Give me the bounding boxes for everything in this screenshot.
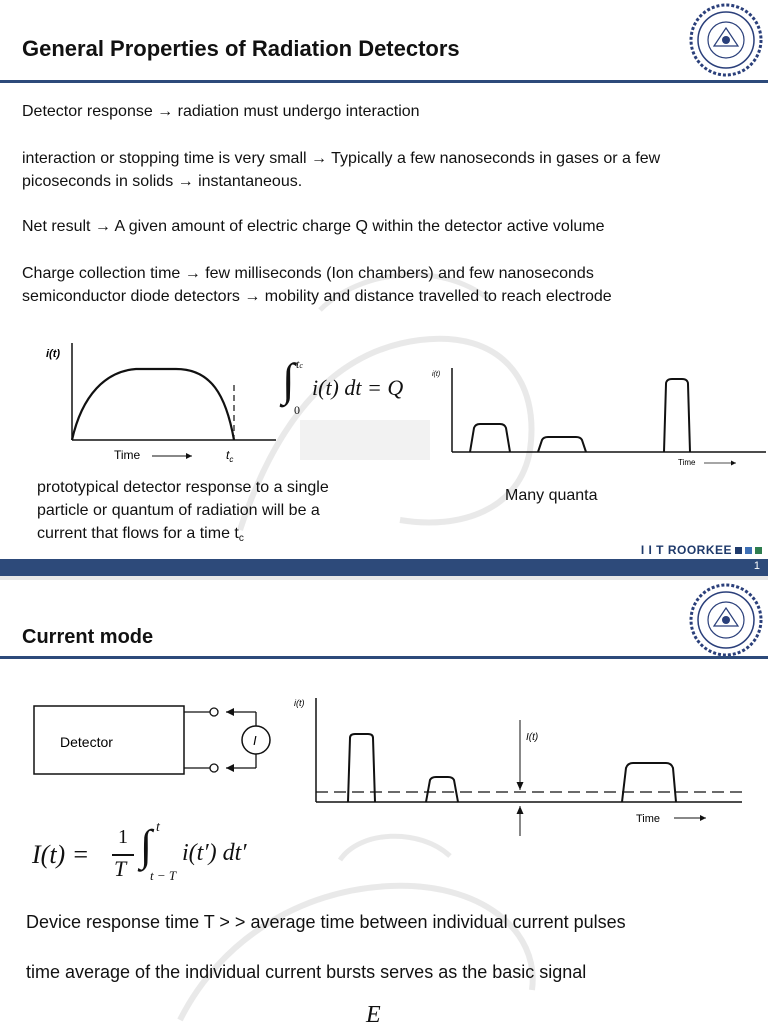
slide-title: General Properties of Radiation Detector…	[22, 36, 460, 61]
paragraph-4a: Charge collection time → few millisecond…	[22, 265, 594, 282]
slide-2: Current mode Detector I I(t) i(t) Time	[0, 580, 768, 1024]
single-pulse-figure: i(t) Time tc	[46, 343, 276, 464]
fig-xlabel: Time	[636, 813, 660, 825]
fig-ylabel: i(t)	[294, 698, 305, 708]
caption-many-quanta: Many quanta	[505, 487, 598, 504]
slide-title: Current mode	[22, 626, 154, 648]
partial-formula: E	[366, 1002, 381, 1024]
fig1-xlabel: Time	[114, 448, 141, 462]
title-rule	[0, 656, 768, 659]
slide-1: General Properties of Radiation Detector…	[0, 3, 768, 576]
many-quanta-figure: i(t) Time	[432, 368, 766, 467]
paragraph-1: Detector response → radiation must under…	[22, 103, 420, 120]
watermark-emblem	[237, 272, 535, 531]
ammeter-label: I	[253, 733, 257, 748]
iit-roorkee-seal-icon	[689, 583, 763, 657]
current-mode-pulses-figure: I(t) i(t) Time	[294, 698, 742, 836]
iit-roorkee-seal-icon	[689, 3, 763, 77]
paragraph-1: Device response time T > > average time …	[26, 912, 626, 932]
fig2-ylabel: i(t)	[432, 371, 440, 378]
title-rule	[0, 80, 768, 83]
paragraph-4b: semiconductor diode detectors → mobility…	[22, 288, 612, 305]
paragraph-3: Net result → A given amount of electric …	[22, 218, 605, 235]
fig1-tc-label: tc	[226, 448, 233, 464]
page-number: 1	[753, 560, 760, 572]
detector-circuit-diagram: Detector I	[33, 705, 271, 775]
slide-separator	[0, 576, 768, 580]
paragraph-2: interaction or stopping time is very sma…	[22, 150, 661, 190]
caption-single-pulse: prototypical detector response to a sing…	[37, 479, 329, 544]
watermark-emblem	[177, 833, 536, 1022]
paragraph-2: time average of the individual current b…	[26, 962, 587, 982]
current-average-formula: I(t) = 1 T ∫ t t − T i(t′) dt′	[32, 820, 247, 883]
fig2-xlabel: Time	[678, 458, 696, 467]
detector-label: Detector	[60, 734, 113, 750]
fig1-ylabel: i(t)	[46, 348, 60, 360]
mean-current-label: I(t)	[526, 732, 538, 743]
footer-bar: 1	[0, 559, 768, 576]
charge-integral-formula: ∫ tc 0 i(t) dt = Q	[282, 354, 404, 417]
brand-footer: I I T ROORKEE	[641, 543, 762, 557]
formula-shadow	[300, 420, 430, 460]
